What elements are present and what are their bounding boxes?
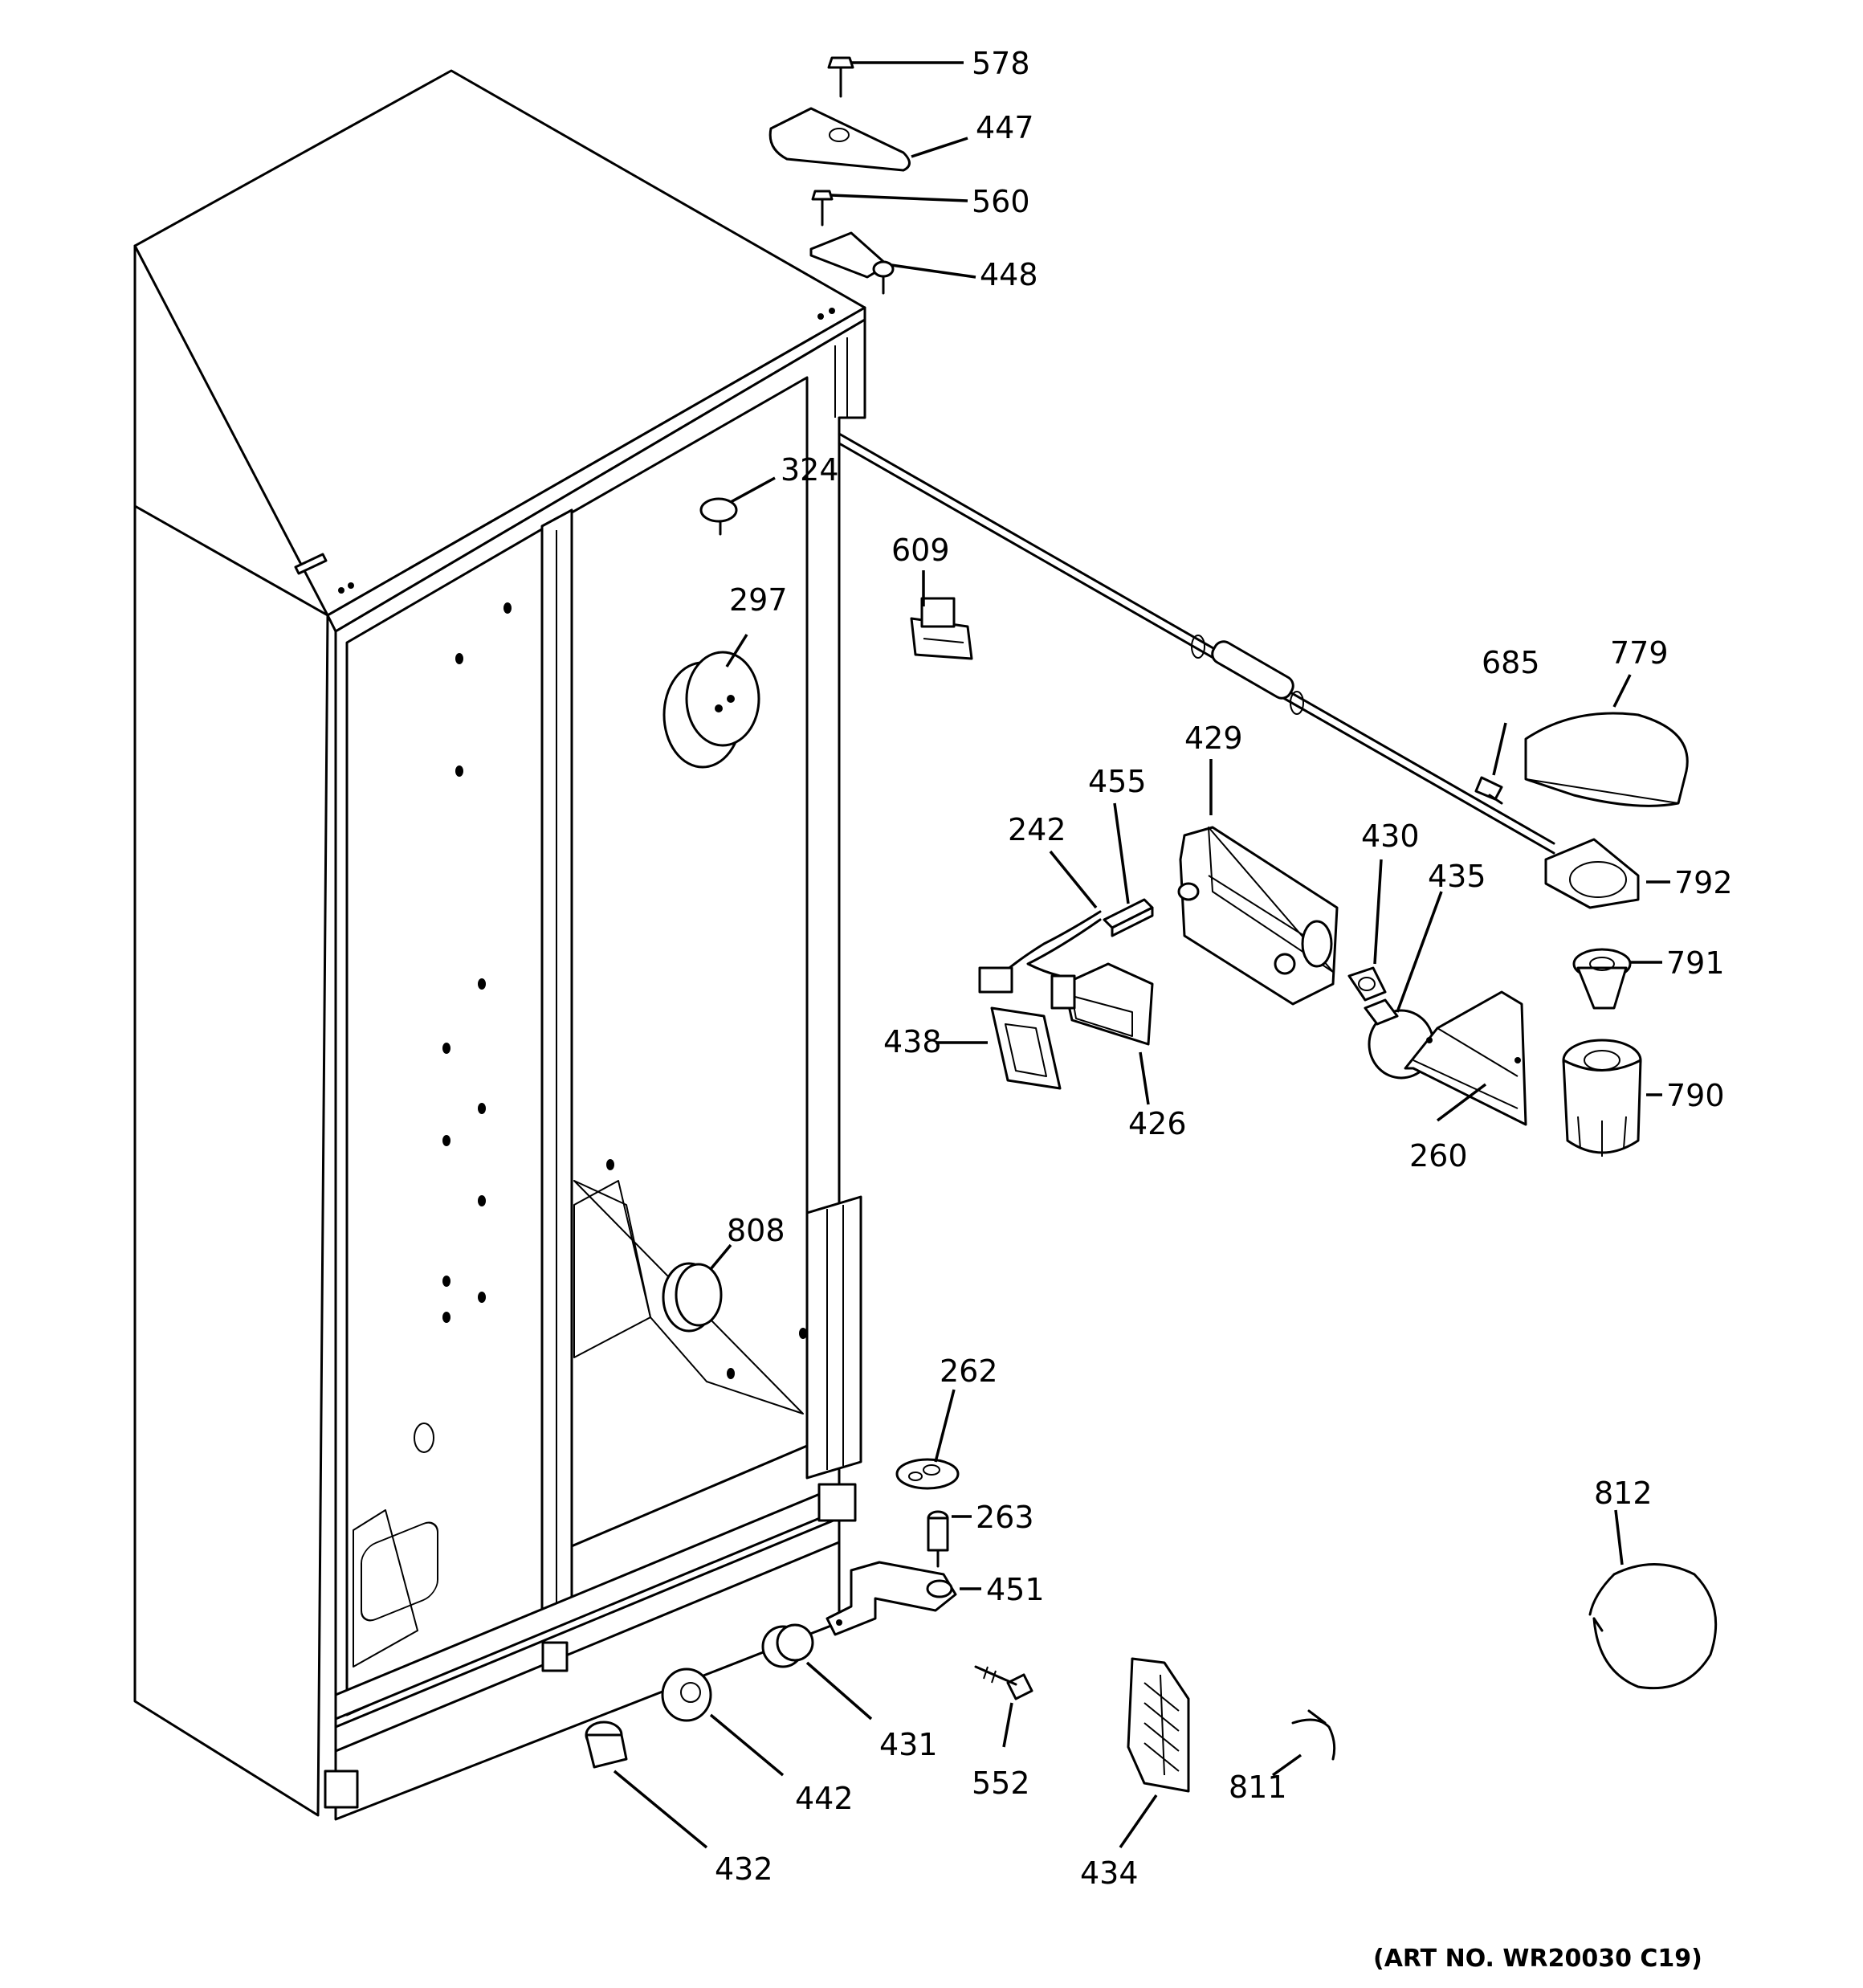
water-filter-790 xyxy=(1562,1039,1642,1157)
light-cover-438 xyxy=(990,1006,1062,1090)
callout-297: 297 xyxy=(729,582,788,618)
callout-609: 609 xyxy=(891,533,950,568)
pin-263 xyxy=(927,1510,949,1568)
callout-447: 447 xyxy=(976,110,1034,145)
refrigerator-cabinet xyxy=(133,69,866,1821)
lamp-socket-430 xyxy=(1347,966,1387,1002)
callout-812: 812 xyxy=(1594,1476,1653,1511)
callout-431: 431 xyxy=(879,1727,938,1762)
callout-790: 790 xyxy=(1666,1078,1725,1113)
plug-button-808 xyxy=(662,1262,723,1333)
leader-lines xyxy=(613,61,1670,1849)
gasket-812 xyxy=(1588,1563,1718,1690)
light-shield-260 xyxy=(1404,990,1527,1126)
washer-442 xyxy=(661,1668,712,1722)
callout-430: 430 xyxy=(1361,818,1420,854)
switch-609 xyxy=(910,597,973,660)
hinge-screw-560 xyxy=(811,190,834,227)
callout-429: 429 xyxy=(1184,720,1243,756)
wire-harness-242 xyxy=(978,910,1102,994)
callout-438: 438 xyxy=(883,1024,942,1059)
sensor-455 xyxy=(1103,898,1154,937)
filter-bypass-791 xyxy=(1572,948,1632,1010)
thermostat-knob-297 xyxy=(662,651,760,769)
callout-808: 808 xyxy=(727,1213,785,1248)
callout-263: 263 xyxy=(976,1500,1034,1535)
callout-685: 685 xyxy=(1482,645,1540,680)
callout-434: 434 xyxy=(1080,1855,1139,1891)
callout-260: 260 xyxy=(1409,1138,1468,1174)
callout-578: 578 xyxy=(972,46,1030,81)
hinge-cover-447 xyxy=(768,107,911,172)
callout-448: 448 xyxy=(980,257,1038,292)
bottom-hinge-451 xyxy=(826,1561,957,1636)
cam-262 xyxy=(895,1458,960,1490)
dispenser-control-426 xyxy=(1050,962,1154,1046)
callout-labels: 578 447 560 448 324 609 297 685 779 429 … xyxy=(715,46,1733,1891)
icemaker-429 xyxy=(1177,826,1339,1006)
filter-cover-779 xyxy=(1524,712,1689,807)
callout-432: 432 xyxy=(715,1851,773,1887)
art-number: (ART NO. WR20030 C19) xyxy=(1373,1945,1702,1973)
sleeve-432 xyxy=(585,1721,628,1769)
callout-811: 811 xyxy=(1229,1770,1287,1805)
callout-242: 242 xyxy=(1008,812,1066,847)
callout-779: 779 xyxy=(1610,635,1669,671)
callout-791: 791 xyxy=(1666,945,1725,981)
water-tube-assembly xyxy=(838,432,1555,855)
bushing-431 xyxy=(761,1623,814,1668)
top-hinge-448 xyxy=(809,231,895,295)
plug-button-324 xyxy=(699,497,738,536)
callout-552: 552 xyxy=(972,1766,1030,1801)
callout-324: 324 xyxy=(781,452,839,488)
clip-811 xyxy=(1291,1709,1336,1761)
callout-426: 426 xyxy=(1128,1106,1187,1141)
grille-434 xyxy=(1127,1657,1190,1793)
callout-451: 451 xyxy=(986,1572,1045,1607)
callout-792: 792 xyxy=(1674,865,1733,900)
callout-455: 455 xyxy=(1088,764,1147,799)
callout-262: 262 xyxy=(940,1353,998,1389)
callout-560: 560 xyxy=(972,184,1030,219)
mounting-holes xyxy=(338,308,835,1453)
callout-442: 442 xyxy=(795,1781,854,1816)
callout-435: 435 xyxy=(1428,859,1486,894)
filter-head-792 xyxy=(1544,838,1640,909)
top-hinge-screw-578 xyxy=(827,56,854,98)
bolt-552 xyxy=(974,1665,1033,1700)
screw-685 xyxy=(1474,776,1503,805)
